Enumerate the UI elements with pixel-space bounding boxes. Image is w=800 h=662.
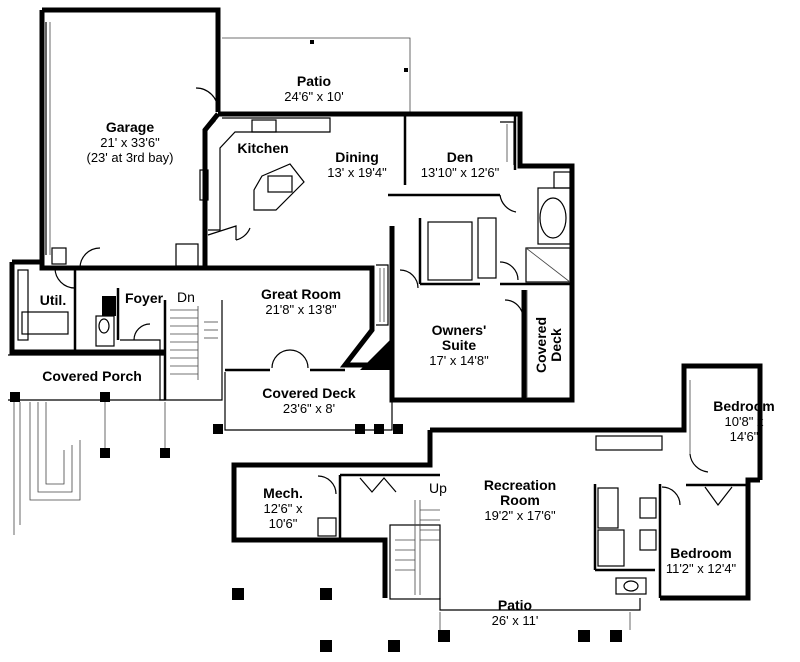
covered-deck-structure <box>213 372 403 434</box>
kitchen-name: Kitchen <box>237 140 289 156</box>
foyer-label: Foyer <box>125 291 163 306</box>
bedroom-upper-label: Bedroom 10'8" x 14'6" <box>713 398 775 445</box>
kitchen-label: Kitchen <box>237 141 288 156</box>
lower-patio-posts <box>232 588 631 652</box>
recreation-room-label: Recreation Room 19'2" x 17'6" <box>483 477 557 524</box>
garage-name: Garage <box>105 119 155 135</box>
den-label: Den 13'10" x 12'6" <box>420 149 500 181</box>
lower-level-walls <box>231 363 763 611</box>
den-dims: 13'10" x 12'6" <box>420 165 500 180</box>
covered-deck-dims: 23'6" x 8' <box>282 401 336 416</box>
dining-dims: 13' x 19'4" <box>327 165 387 180</box>
util-label: Util. <box>40 293 66 308</box>
great-room-label: Great Room 21'8" x 13'8" <box>260 286 342 318</box>
stair-up-label: Up <box>429 481 447 496</box>
bedroom-lower-label: Bedroom 11'2" x 12'4" <box>665 545 737 577</box>
mech-name: Mech. <box>263 485 303 501</box>
util-name: Util. <box>39 292 67 308</box>
main-house-walls <box>199 111 575 282</box>
recreation-room-name: Recreation <box>483 477 557 493</box>
recreation-room-dims: 19'2" x 17'6" <box>484 508 556 523</box>
bedroom-upper-name: Bedroom <box>713 398 775 414</box>
stair-down-treads <box>170 306 218 380</box>
owners-suite-label: Owners' Suite 17' x 14'8" <box>429 322 489 369</box>
dining-name: Dining <box>335 149 379 165</box>
garage-note: (23' at 3rd bay) <box>86 150 174 165</box>
side-covered-deck-name-2: Deck <box>548 328 564 362</box>
recreation-room-name-2: Room <box>500 492 540 508</box>
bedroom-lower-dims: 11'2" x 12'4" <box>665 561 737 576</box>
patio-upper-label: Patio 24'6" x 10' <box>284 73 344 105</box>
side-covered-deck-name: Covered <box>533 316 549 374</box>
stair-down-label: Dn <box>177 290 195 305</box>
covered-deck-label: Covered Deck 23'6" x 8' <box>262 385 356 417</box>
patio-lower-dims: 26' x 11' <box>491 613 539 628</box>
foyer-name: Foyer <box>124 290 164 306</box>
den-name: Den <box>446 149 474 165</box>
owners-suite-walls <box>389 171 575 403</box>
great-room-dims: 21'8" x 13'8" <box>265 302 337 317</box>
bedroom-lower-name: Bedroom <box>670 545 732 561</box>
patio-lower-label: Patio 26' x 11' <box>491 597 539 629</box>
mech-dims-2: 10'6" <box>268 516 298 531</box>
side-covered-deck-label: Covered Deck <box>533 316 564 374</box>
util-foyer-walls <box>9 247 223 401</box>
great-room-walls <box>118 264 392 372</box>
garage-label: Garage 21' x 33'6" (23' at 3rd bay) <box>86 119 174 166</box>
great-room-name: Great Room <box>260 286 342 302</box>
patio-lower-name: Patio <box>497 597 533 613</box>
mech-label: Mech. 12'6" x 10'6" <box>263 485 303 532</box>
bedroom-upper-dims-2: 14'6" <box>729 429 759 444</box>
patio-upper-name: Patio <box>296 73 332 89</box>
stair-up-text: Up <box>429 480 447 496</box>
patio-upper-dims: 24'6" x 10' <box>284 89 344 104</box>
owners-suite-name: Owners' <box>431 322 487 338</box>
covered-porch-structure <box>8 354 170 535</box>
stair-down-text: Dn <box>177 289 195 305</box>
covered-porch-name: Covered Porch <box>42 368 142 384</box>
garage-dims: 21' x 33'6" <box>100 135 160 150</box>
dining-label: Dining 13' x 19'4" <box>327 149 387 181</box>
owners-suite-dims: 17' x 14'8" <box>429 353 489 368</box>
covered-porch-label: Covered Porch <box>42 369 142 384</box>
owners-suite-name-2: Suite <box>441 337 477 353</box>
bedroom-upper-dims: 10'8" x <box>724 414 764 429</box>
covered-deck-name: Covered Deck <box>262 385 356 401</box>
patio-upper-outline <box>222 37 411 112</box>
mech-dims: 12'6" x <box>263 501 303 516</box>
